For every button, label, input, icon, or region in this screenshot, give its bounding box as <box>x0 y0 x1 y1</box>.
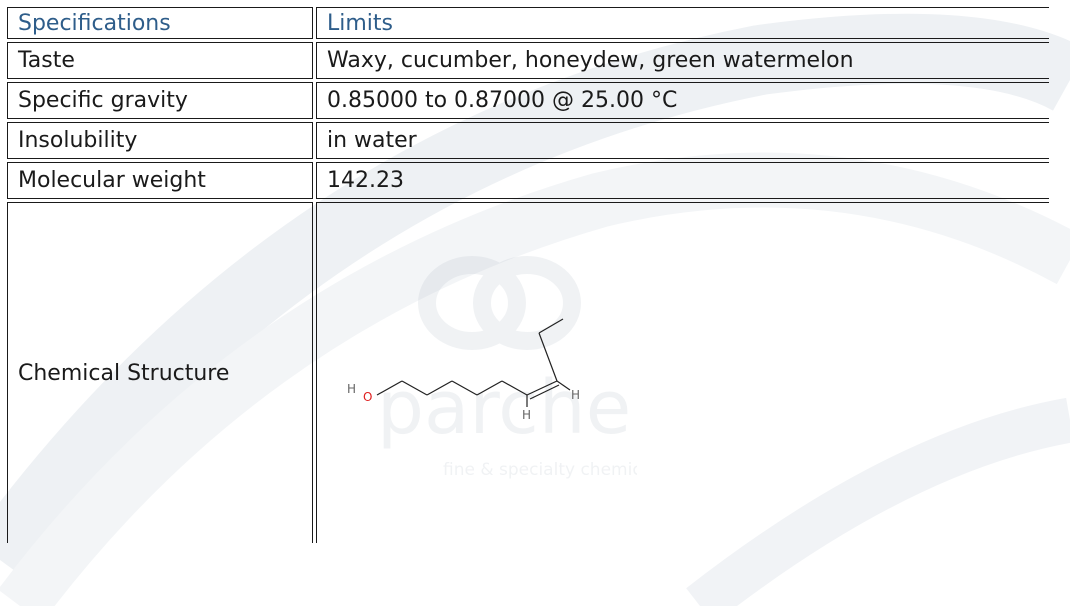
table-row: Insolubility in water <box>7 122 1049 159</box>
atom-h-label: H <box>522 408 531 422</box>
spec-cell: Specific gravity <box>7 82 313 119</box>
limit-cell: 0.85000 to 0.87000 @ 25.00 °C <box>316 82 1049 119</box>
structure-cell: parchem fine & specialty chemicals <box>316 202 1049 543</box>
molecule-diagram: H O H H <box>347 318 580 422</box>
specifications-table: Specifications Limits Taste Waxy, cucumb… <box>4 4 1052 546</box>
limit-cell: Waxy, cucumber, honeydew, green watermel… <box>316 42 1049 79</box>
table-row-chemical-structure: Chemical Structure parchem fine & specia… <box>7 202 1049 543</box>
table-header-row: Specifications Limits <box>7 7 1049 39</box>
limit-cell: in water <box>316 122 1049 159</box>
atom-o-label: O <box>363 390 372 404</box>
parchem-logo: parchem fine & specialty chemicals <box>377 256 637 480</box>
spec-cell: Taste <box>7 42 313 79</box>
table-row: Specific gravity 0.85000 to 0.87000 @ 25… <box>7 82 1049 119</box>
watermark-brand: parchem <box>377 365 637 451</box>
watermark-tagline: fine & specialty chemicals <box>443 460 637 480</box>
header-limits: Limits <box>316 7 1049 39</box>
spec-cell: Insolubility <box>7 122 313 159</box>
spec-cell: Molecular weight <box>7 162 313 199</box>
header-specifications: Specifications <box>7 7 313 39</box>
spec-cell: Chemical Structure <box>7 202 313 543</box>
limit-cell: 142.23 <box>316 162 1049 199</box>
table-row: Taste Waxy, cucumber, honeydew, green wa… <box>7 42 1049 79</box>
atom-h-label: H <box>571 388 580 402</box>
table-row: Molecular weight 142.23 <box>7 162 1049 199</box>
atom-h-label: H <box>347 382 356 396</box>
